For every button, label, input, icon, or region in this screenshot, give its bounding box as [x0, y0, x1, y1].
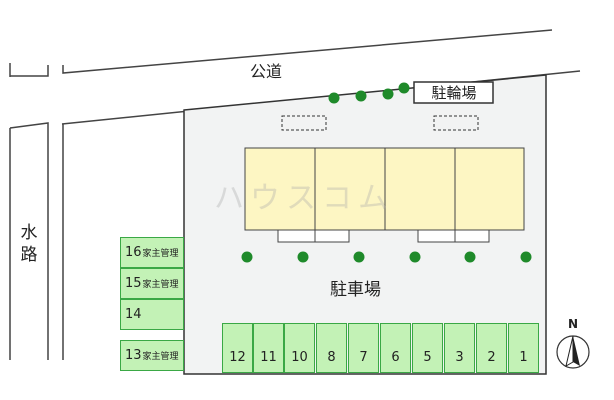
north-arrow-icon — [556, 335, 590, 369]
space-number: 15 — [125, 276, 142, 291]
parking-lot-label: 駐車場 — [330, 280, 381, 300]
space-note: 家主管理 — [142, 352, 179, 362]
parking-space[interactable]: 11 — [253, 323, 284, 373]
space-note: 家主管理 — [142, 280, 179, 290]
tree — [464, 251, 476, 263]
waterway-label: 水路 — [20, 223, 38, 265]
tree — [398, 82, 410, 94]
space-number: 14 — [125, 307, 142, 322]
parking-space[interactable]: 3 — [444, 323, 475, 373]
road-label: 公道 — [250, 62, 283, 81]
parking-space[interactable]: 5 — [412, 323, 443, 373]
space-number: 16 — [125, 245, 142, 260]
waterway-edge-inner — [9, 122, 49, 360]
side-parking-space[interactable]: 14 — [120, 299, 184, 330]
building-unit — [384, 147, 456, 231]
road-edge-top-right — [62, 29, 553, 74]
tree — [520, 251, 532, 263]
road-edge-top-left — [10, 65, 49, 77]
parking-space[interactable]: 12 — [222, 323, 253, 373]
bike-parking-box — [413, 81, 494, 104]
tree — [355, 90, 367, 102]
building-unit — [314, 147, 386, 231]
bicycle-parking-label: 駐輪場 — [431, 84, 477, 102]
building-porch — [277, 229, 350, 243]
parking-space[interactable]: 8 — [316, 323, 347, 373]
tree — [241, 251, 253, 263]
tree — [353, 251, 365, 263]
watermark: ハウスコム — [214, 181, 394, 216]
parking-space[interactable]: 1 — [508, 323, 539, 373]
parking-space[interactable]: 7 — [348, 323, 379, 373]
space-number: 13 — [125, 348, 142, 363]
bike-rack-left — [281, 115, 327, 131]
tree — [297, 251, 309, 263]
parking-space[interactable]: 10 — [284, 323, 315, 373]
parking-space[interactable]: 2 — [476, 323, 507, 373]
parking-space[interactable]: 6 — [380, 323, 411, 373]
building-unit — [244, 147, 316, 231]
tree — [382, 88, 394, 100]
building-unit — [454, 147, 525, 231]
space-note: 家主管理 — [142, 249, 179, 259]
bike-rack-right — [433, 115, 479, 131]
north-label: N — [568, 317, 579, 331]
building-porch — [417, 229, 490, 243]
tree — [409, 251, 421, 263]
tree — [328, 92, 340, 104]
